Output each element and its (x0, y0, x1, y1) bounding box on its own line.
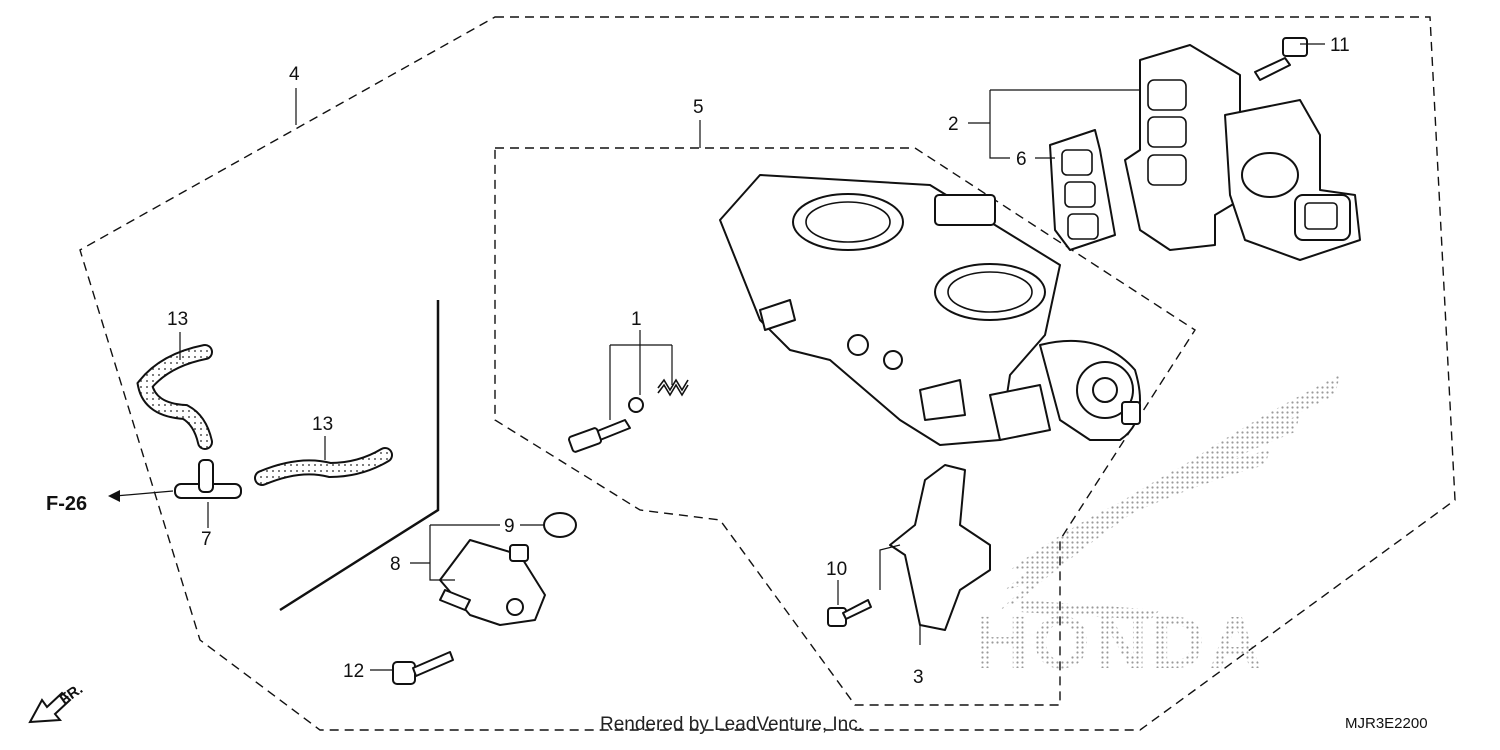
iacv-assembly (1124, 44, 1361, 261)
callout-11[interactable]: 11 (1330, 35, 1350, 56)
bolt-12 (392, 651, 454, 685)
render-credit: Rendered by LeadVenture, Inc. (600, 714, 863, 735)
callout-2[interactable]: 2 (948, 114, 959, 135)
hose-joint-7 (174, 459, 242, 499)
honda-wing-watermark (1000, 375, 1340, 620)
spring (657, 378, 689, 397)
map-sensor (439, 539, 546, 626)
callout-10[interactable]: 10 (826, 559, 847, 580)
callout-9[interactable]: 9 (504, 516, 515, 537)
diagram-code: MJR3E2200 (1345, 715, 1428, 732)
separator-line (279, 300, 440, 612)
callout-8[interactable]: 8 (390, 554, 401, 575)
bracket-3 (889, 464, 991, 631)
callout-7[interactable]: 7 (201, 529, 212, 550)
leader-lines (114, 43, 1325, 671)
honda-watermark-text: HONDA (975, 601, 1266, 684)
adjust-screw (568, 419, 631, 453)
iacv-gasket (1049, 129, 1116, 251)
callout-13-upper[interactable]: 13 (167, 309, 188, 330)
arrow-to-f26 (108, 490, 120, 502)
callout-5[interactable]: 5 (693, 97, 704, 118)
callout-1[interactable]: 1 (631, 309, 642, 330)
group-5-outline (494, 147, 1196, 706)
bolt-10 (827, 599, 872, 627)
bolt-11 (1254, 37, 1308, 81)
callout-13-lower[interactable]: 13 (312, 414, 333, 435)
washer (628, 397, 644, 413)
throttle-body (719, 174, 1141, 446)
callout-12[interactable]: 12 (343, 661, 364, 682)
callout-6[interactable]: 6 (1016, 149, 1027, 170)
callout-3[interactable]: 3 (913, 667, 924, 688)
ref-f26-label[interactable]: F-26 (46, 493, 87, 515)
front-arrow-icon (28, 691, 72, 724)
callout-4[interactable]: 4 (289, 64, 300, 85)
o-ring-9 (543, 512, 577, 538)
